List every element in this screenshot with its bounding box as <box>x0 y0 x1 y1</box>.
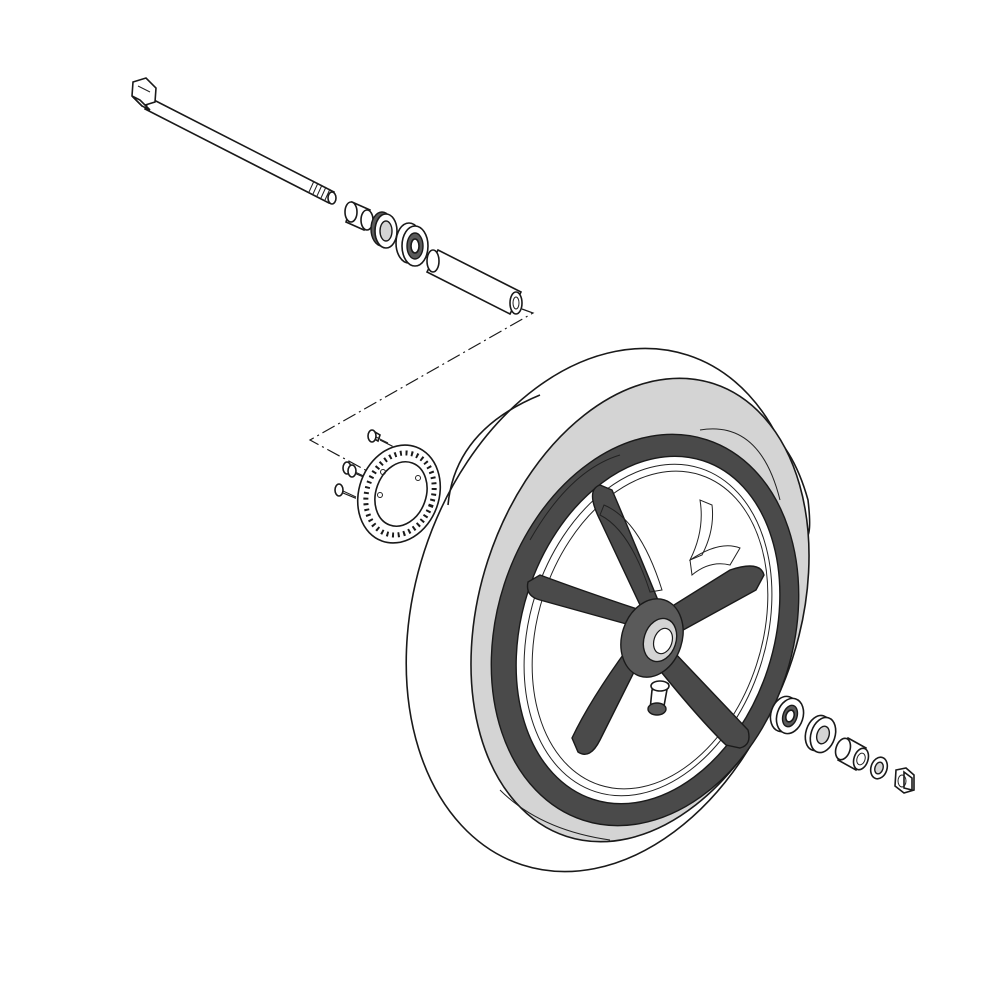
wheel-spokes <box>526 484 765 755</box>
wheel-hub <box>620 598 684 678</box>
distance-tube <box>425 248 523 316</box>
axle <box>131 77 337 205</box>
seal-right <box>804 714 837 754</box>
bearing-right <box>769 695 805 735</box>
spoke-left <box>526 574 642 626</box>
spoke-bottom <box>571 646 641 755</box>
axle-nut <box>894 767 915 794</box>
screw-3 <box>334 483 357 498</box>
spacer-left <box>344 200 374 232</box>
spacer-right <box>834 736 870 772</box>
screw-1 <box>367 429 389 444</box>
washer <box>869 756 889 780</box>
axle-thread <box>308 180 331 201</box>
spoke-right <box>657 648 750 749</box>
axle-hex-head <box>131 77 157 111</box>
seal-left <box>370 211 398 249</box>
bearing-left <box>395 222 429 267</box>
valve <box>647 680 670 716</box>
spoke-top-left <box>591 484 664 611</box>
abs-tone-ring <box>356 444 442 544</box>
